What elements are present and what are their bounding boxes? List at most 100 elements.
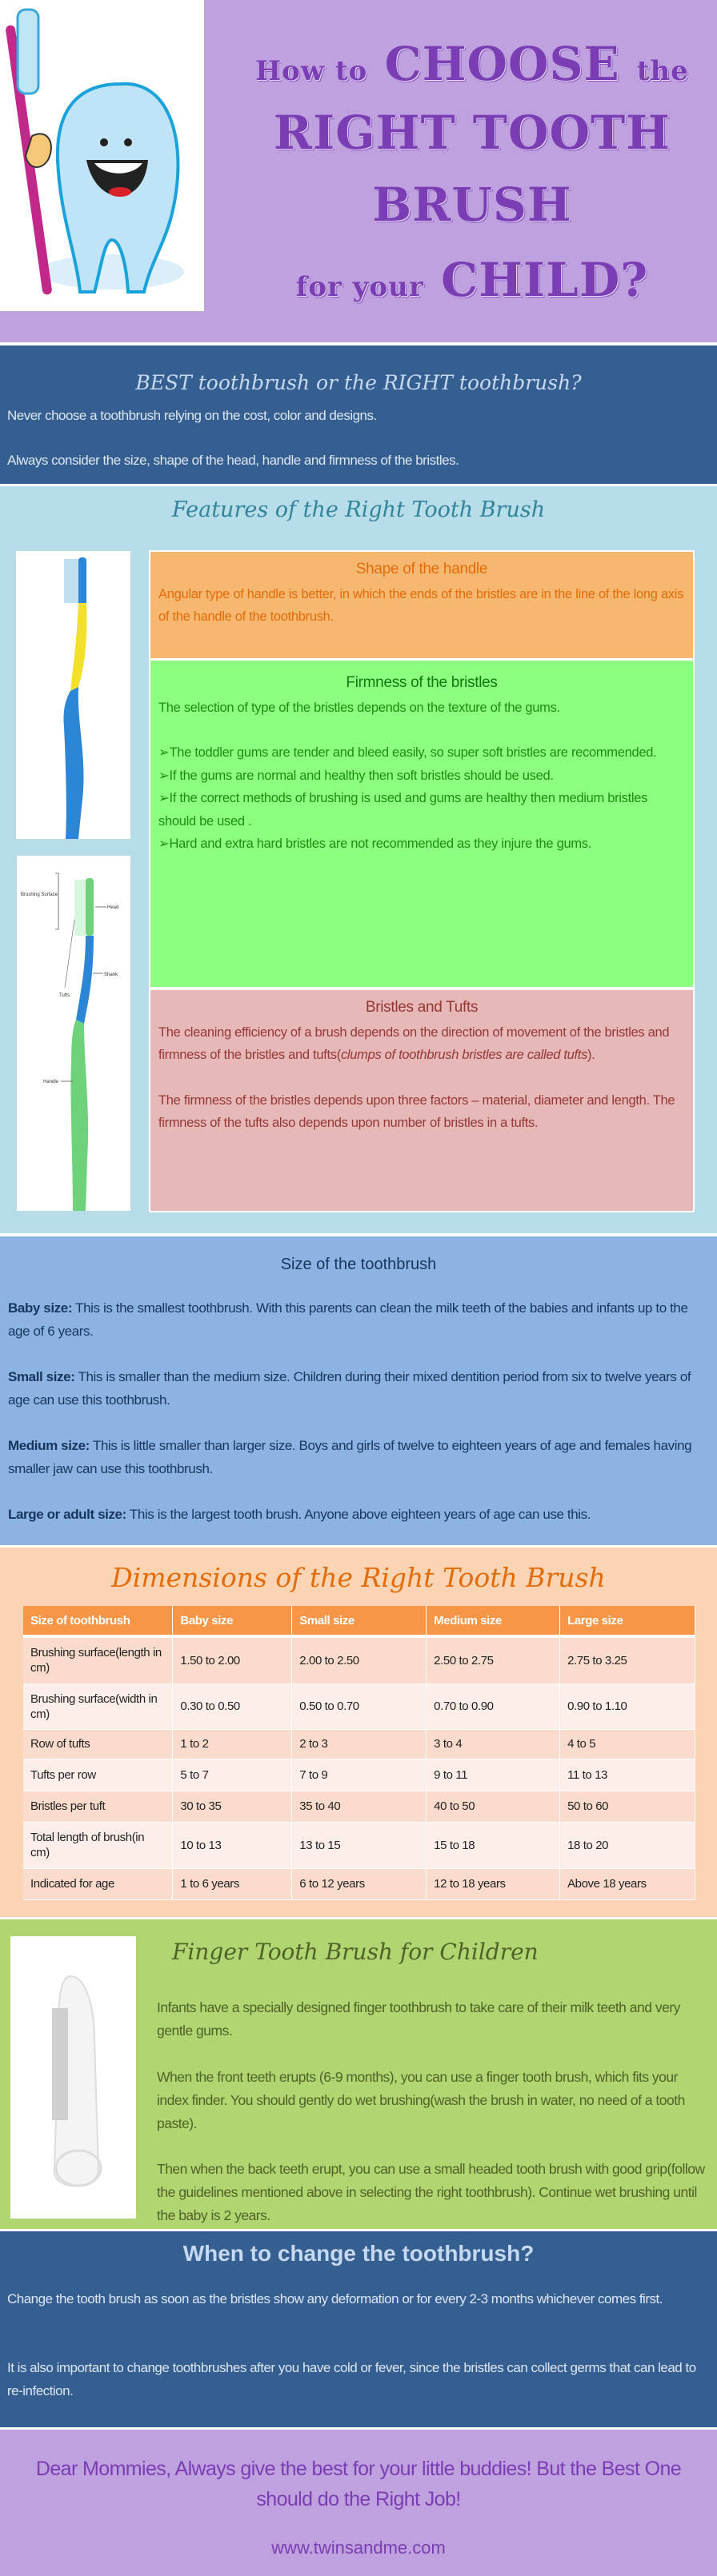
row-label-cell: Brushing surface(width in cm) <box>23 1683 174 1730</box>
dimensions-table: Size of toothbrush Baby size Small size … <box>23 1606 695 1900</box>
section-heading: Finger Tooth Brush for Children <box>172 1939 539 1965</box>
section-heading: BEST toothbrush or the RIGHT toothbrush? <box>135 371 582 394</box>
table-cell: Above 18 years <box>559 1868 695 1900</box>
table-cell: 15 to 18 <box>426 1822 561 1869</box>
label-head: Head <box>107 905 118 910</box>
row-label-cell: Indicated for age <box>23 1868 174 1900</box>
table-cell: 0.70 to 0.90 <box>426 1683 561 1730</box>
toothbrush-size-section: Size of the toothbrush Baby size: This i… <box>0 1236 717 1545</box>
table-cell: 13 to 15 <box>291 1822 427 1869</box>
table-cell: 7 to 9 <box>291 1759 427 1791</box>
tooth-mascot-image <box>0 0 204 311</box>
size-item-large: Large or adult size: This is the largest… <box>8 1507 591 1522</box>
table-cell: 2 to 3 <box>291 1729 427 1759</box>
bullet-item: ➢If the correct methods of brushing is u… <box>158 791 648 829</box>
finger-toothbrush-image <box>10 1936 136 2219</box>
table-cell: 12 to 18 years <box>426 1868 561 1900</box>
section-heading: Dimensions of the Right Tooth Brush <box>111 1562 606 1593</box>
box-text: The cleaning efficiency of a brush depen… <box>158 1024 670 1063</box>
title-line-3: BRUSH <box>372 178 572 232</box>
bullet-item: ➢If the gums are normal and healthy then… <box>158 768 554 783</box>
label-tufts: Tufts <box>59 993 70 998</box>
title-line-1: How to CHOOSE the <box>255 37 689 91</box>
table-cell: 9 to 11 <box>426 1759 561 1791</box>
box-title: Bristles and Tufts <box>365 999 479 1016</box>
label-handle: Handle <box>43 1080 59 1084</box>
website-link[interactable]: www.twinsandme.com <box>271 2538 446 2558</box>
row-label-cell: Tufts per row <box>23 1759 174 1791</box>
table-row: Brushing surface(width in cm)0.30 to 0.5… <box>23 1683 695 1730</box>
title-line-4: for your CHILD? <box>295 253 649 307</box>
row-label-cell: Total length of brush(in cm) <box>23 1822 174 1869</box>
paragraph: When the front teeth erupts (6-9 months)… <box>157 2069 685 2131</box>
table-cell: 1.50 to 2.00 <box>172 1636 293 1684</box>
column-header: Small size <box>291 1606 427 1638</box>
table-cell: 1 to 6 years <box>172 1868 293 1900</box>
section-heading: When to change the toothbrush? <box>182 2241 535 2266</box>
table-cell: 1 to 2 <box>172 1729 293 1759</box>
dimensions-section: Dimensions of the Right Tooth Brush Size… <box>0 1548 717 1917</box>
box-text: The selection of type of the bristles de… <box>158 700 560 715</box>
box-text: The firmness of the bristles depends upo… <box>158 1092 675 1131</box>
paragraph: Always consider the size, shape of the h… <box>7 453 459 468</box>
size-item-baby: Baby size: This is the smallest toothbru… <box>8 1300 688 1339</box>
best-vs-right-section: BEST toothbrush or the RIGHT toothbrush?… <box>0 345 717 484</box>
table-cell: 0.50 to 0.70 <box>291 1683 427 1730</box>
table-cell: 11 to 13 <box>559 1759 695 1791</box>
label-brushing-surface: Brushing Surface <box>21 893 58 897</box>
table-cell: 18 to 20 <box>559 1822 695 1869</box>
paragraph: Infants have a specially designed finger… <box>157 1999 680 2039</box>
table-cell: 0.30 to 0.50 <box>172 1683 293 1730</box>
bullet-item: ➢Hard and extra hard bristles are not re… <box>158 837 591 851</box>
bristles-and-tufts-box: Bristles and Tufts The cleaning efficien… <box>149 988 695 1212</box>
footer: Dear Mommies, Always give the best for y… <box>0 2430 717 2576</box>
toothbrush-image <box>16 551 130 839</box>
paragraph: Change the tooth brush as soon as the br… <box>7 2291 663 2306</box>
label-shank: Shank <box>104 972 118 977</box>
box-title: Shape of the handle <box>355 561 488 577</box>
column-header: Size of toothbrush <box>23 1606 174 1638</box>
box-title: Firmness of the bristles <box>346 674 498 691</box>
table-cell: 6 to 12 years <box>291 1868 427 1900</box>
paragraph: Then when the back teeth erupt, you can … <box>157 2161 705 2223</box>
table-cell: 35 to 40 <box>291 1791 427 1823</box>
shape-of-handle-box: Shape of the handle Angular type of hand… <box>149 550 695 660</box>
table-cell: 40 to 50 <box>426 1791 561 1823</box>
row-label-cell: Brushing surface(length in cm) <box>23 1636 174 1684</box>
row-label-cell: Bristles per tuft <box>23 1791 174 1823</box>
column-header: Large size <box>559 1606 695 1638</box>
features-section: Features of the Right Tooth Brush Brushi… <box>0 486 717 1233</box>
box-text: Angular type of handle is better, in whi… <box>158 586 684 625</box>
finger-toothbrush-section: Finger Tooth Brush for Children Infants … <box>0 1919 717 2229</box>
table-cell: 3 to 4 <box>426 1729 561 1759</box>
table-row: Brushing surface(length in cm)1.50 to 2.… <box>23 1636 695 1684</box>
table-cell: 10 to 13 <box>172 1822 293 1869</box>
bullet-item: ➢The toddler gums are tender and bleed e… <box>158 745 657 760</box>
table-cell: 4 to 5 <box>559 1729 695 1759</box>
section-heading: Size of the toothbrush <box>280 1256 437 1273</box>
table-cell: 2.00 to 2.50 <box>291 1636 427 1684</box>
paragraph: It is also important to change toothbrus… <box>7 2360 696 2398</box>
table-cell: 2.50 to 2.75 <box>426 1636 561 1684</box>
table-cell: 5 to 7 <box>172 1759 293 1791</box>
size-item-medium: Medium size: This is little smaller than… <box>8 1438 692 1476</box>
table-cell: 0.90 to 1.10 <box>559 1683 695 1730</box>
column-header: Medium size <box>426 1606 561 1638</box>
table-cell: 50 to 60 <box>559 1791 695 1823</box>
table-header-row: Size of toothbrush Baby size Small size … <box>23 1606 695 1638</box>
size-item-small: Small size: This is smaller than the med… <box>8 1369 691 1408</box>
closing-message: Dear Mommies, Always give the best for y… <box>35 2458 682 2510</box>
paragraph: Never choose a toothbrush relying on the… <box>7 408 377 423</box>
firmness-of-bristles-box: Firmness of the bristles The selection o… <box>149 659 695 988</box>
row-label-cell: Row of tufts <box>23 1729 174 1759</box>
section-heading: Features of the Right Tooth Brush <box>171 497 546 522</box>
title-line-2: RIGHT TOOTH <box>273 106 671 160</box>
table-cell: 30 to 35 <box>172 1791 293 1823</box>
title-banner: How to CHOOSE the RIGHT TOOTH BRUSH for … <box>0 0 717 342</box>
toothbrush-parts-diagram: Brushing Surface Head Shank Tufts Handle <box>17 856 130 1211</box>
